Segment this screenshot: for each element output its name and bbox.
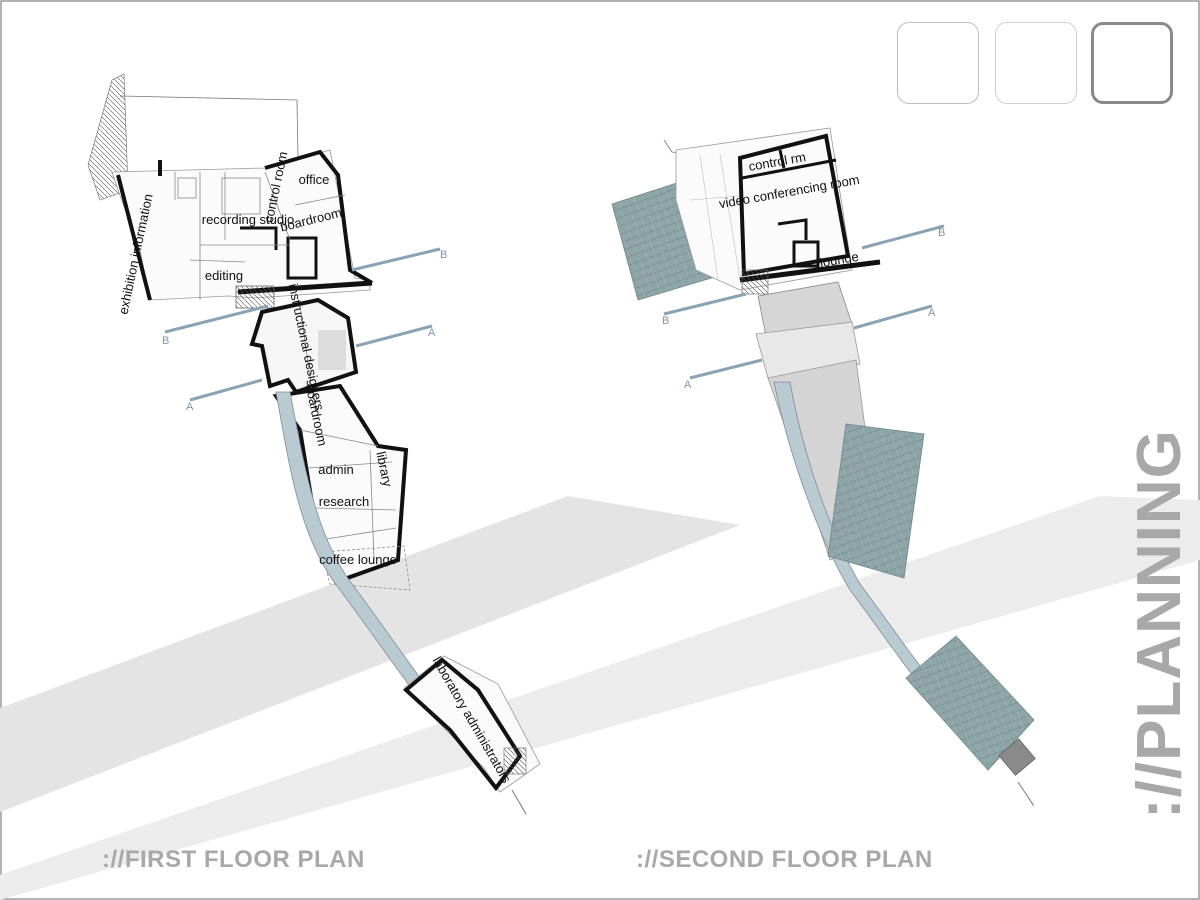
section-lines-second-floor (663, 224, 945, 380)
nav-tile-2[interactable] (995, 22, 1077, 104)
section-marker-a-1: A (186, 401, 194, 413)
nav-tile-1[interactable] (897, 22, 979, 104)
first-floor-plan-title: ://FIRST FLOOR PLAN (102, 846, 365, 873)
nav-tile-3-active[interactable] (1091, 22, 1173, 104)
section-marker-a-2: A (428, 327, 436, 339)
section-marker-b-3: B (662, 315, 669, 327)
room-recording-studio: recording studio (202, 212, 295, 227)
room-coffee-lounge: coffee lounge (319, 552, 397, 567)
room-library: library (373, 450, 395, 488)
section-marker-b-2: B (440, 249, 447, 261)
laboratory-pavilion (402, 655, 541, 815)
room-office: office (299, 172, 330, 187)
second-floor-plan: control rm video conferencing room loung… (611, 127, 1036, 807)
room-lounge: lounge (819, 249, 860, 271)
roof-pavilion (905, 635, 1035, 771)
terrace-steps (87, 73, 129, 201)
section-lines-first-floor (164, 247, 441, 402)
section-marker-a-4: A (928, 307, 936, 319)
room-research: research (319, 494, 370, 509)
section-title-planning: ://PLANNING (1125, 429, 1194, 819)
roof-wing (827, 423, 925, 579)
section-marker-b-1: B (162, 335, 169, 347)
room-admin: admin (318, 462, 353, 477)
second-floor-plan-title: ://SECOND FLOOR PLAN (636, 846, 933, 873)
landscape-bands (0, 496, 1200, 900)
section-marker-a-3: A (684, 379, 692, 391)
section-marker-b-4: B (938, 227, 945, 239)
room-editing: editing (205, 268, 243, 283)
